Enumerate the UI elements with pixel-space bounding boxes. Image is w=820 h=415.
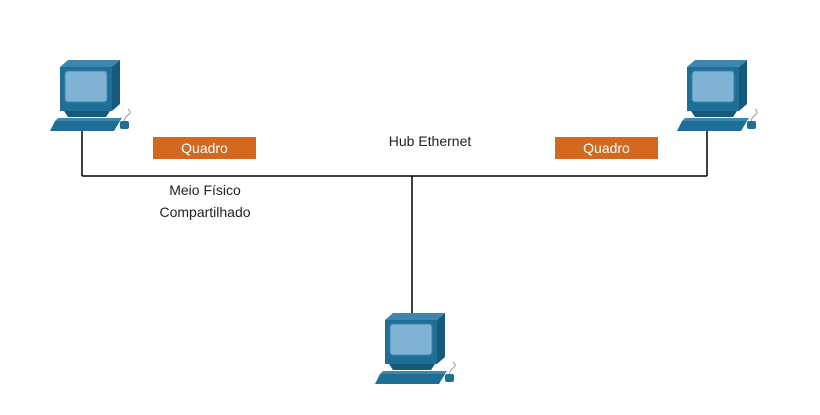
computer-icon [50, 60, 131, 131]
computer-icon [375, 313, 456, 384]
computer-icon [677, 60, 758, 131]
frame-label-left: Quadro [153, 137, 256, 159]
computer-icon [375, 313, 456, 384]
hub-label: Hub Ethernet [388, 133, 472, 149]
medium-label-line2: Compartilhado [159, 204, 251, 220]
computer-icon [50, 60, 131, 131]
computer-icon [677, 60, 758, 131]
medium-label-line1: Meio Físico [169, 182, 241, 198]
frame-label-right: Quadro [555, 137, 658, 159]
